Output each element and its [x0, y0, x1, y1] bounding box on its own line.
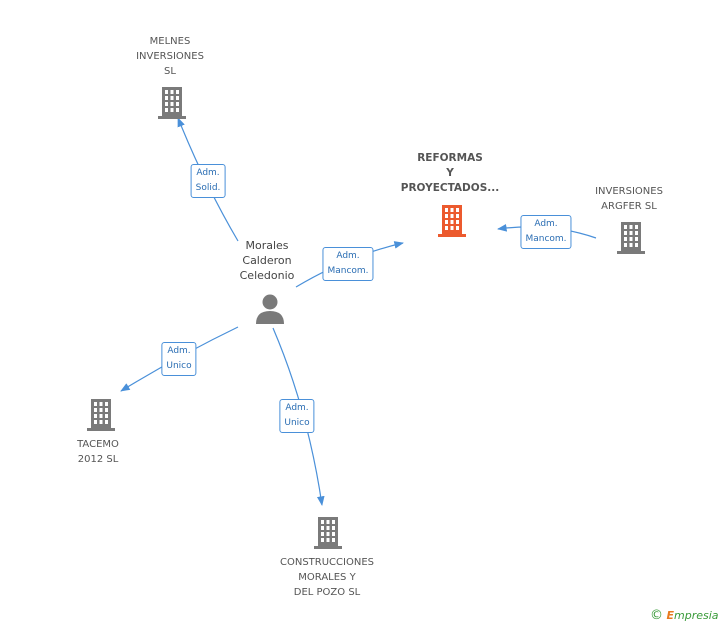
person-icon[interactable]	[254, 294, 286, 324]
edge-label-construcciones[interactable]: Adm. Unico	[279, 399, 315, 433]
edge-label-tacemo[interactable]: Adm. Unico	[161, 342, 197, 376]
copyright-notice: © Empresia	[650, 608, 719, 623]
node-label-construcciones[interactable]: CONSTRUCCIONES MORALES Y DEL POZO SL	[280, 557, 374, 598]
brand-name: mpresia	[674, 609, 719, 622]
edge-label-argfer[interactable]: Adm. Mancom.	[520, 215, 572, 249]
node-label-melnes[interactable]: MELNES INVERSIONES SL	[136, 36, 204, 77]
node-label-argfer[interactable]: INVERSIONES ARGFER SL	[595, 186, 663, 212]
building-icon-focus[interactable]	[436, 202, 468, 238]
node-label-reformas[interactable]: REFORMAS Y PROYECTADOS...	[400, 152, 500, 194]
building-icon[interactable]	[615, 220, 647, 254]
building-icon[interactable]	[312, 515, 344, 549]
node-label-morales[interactable]: Morales Calderon Celedonio	[239, 239, 295, 282]
brand-logo: Empresia	[667, 609, 719, 622]
edge-label-melnes[interactable]: Adm. Solid.	[190, 164, 226, 198]
building-icon[interactable]	[156, 85, 188, 119]
building-icon[interactable]	[85, 397, 117, 431]
copyright-symbol: ©	[650, 608, 663, 623]
edge-label-reformas[interactable]: Adm. Mancom.	[322, 247, 374, 281]
node-label-tacemo[interactable]: TACEMO 2012 SL	[77, 439, 119, 465]
brand-initial: E	[666, 609, 675, 622]
